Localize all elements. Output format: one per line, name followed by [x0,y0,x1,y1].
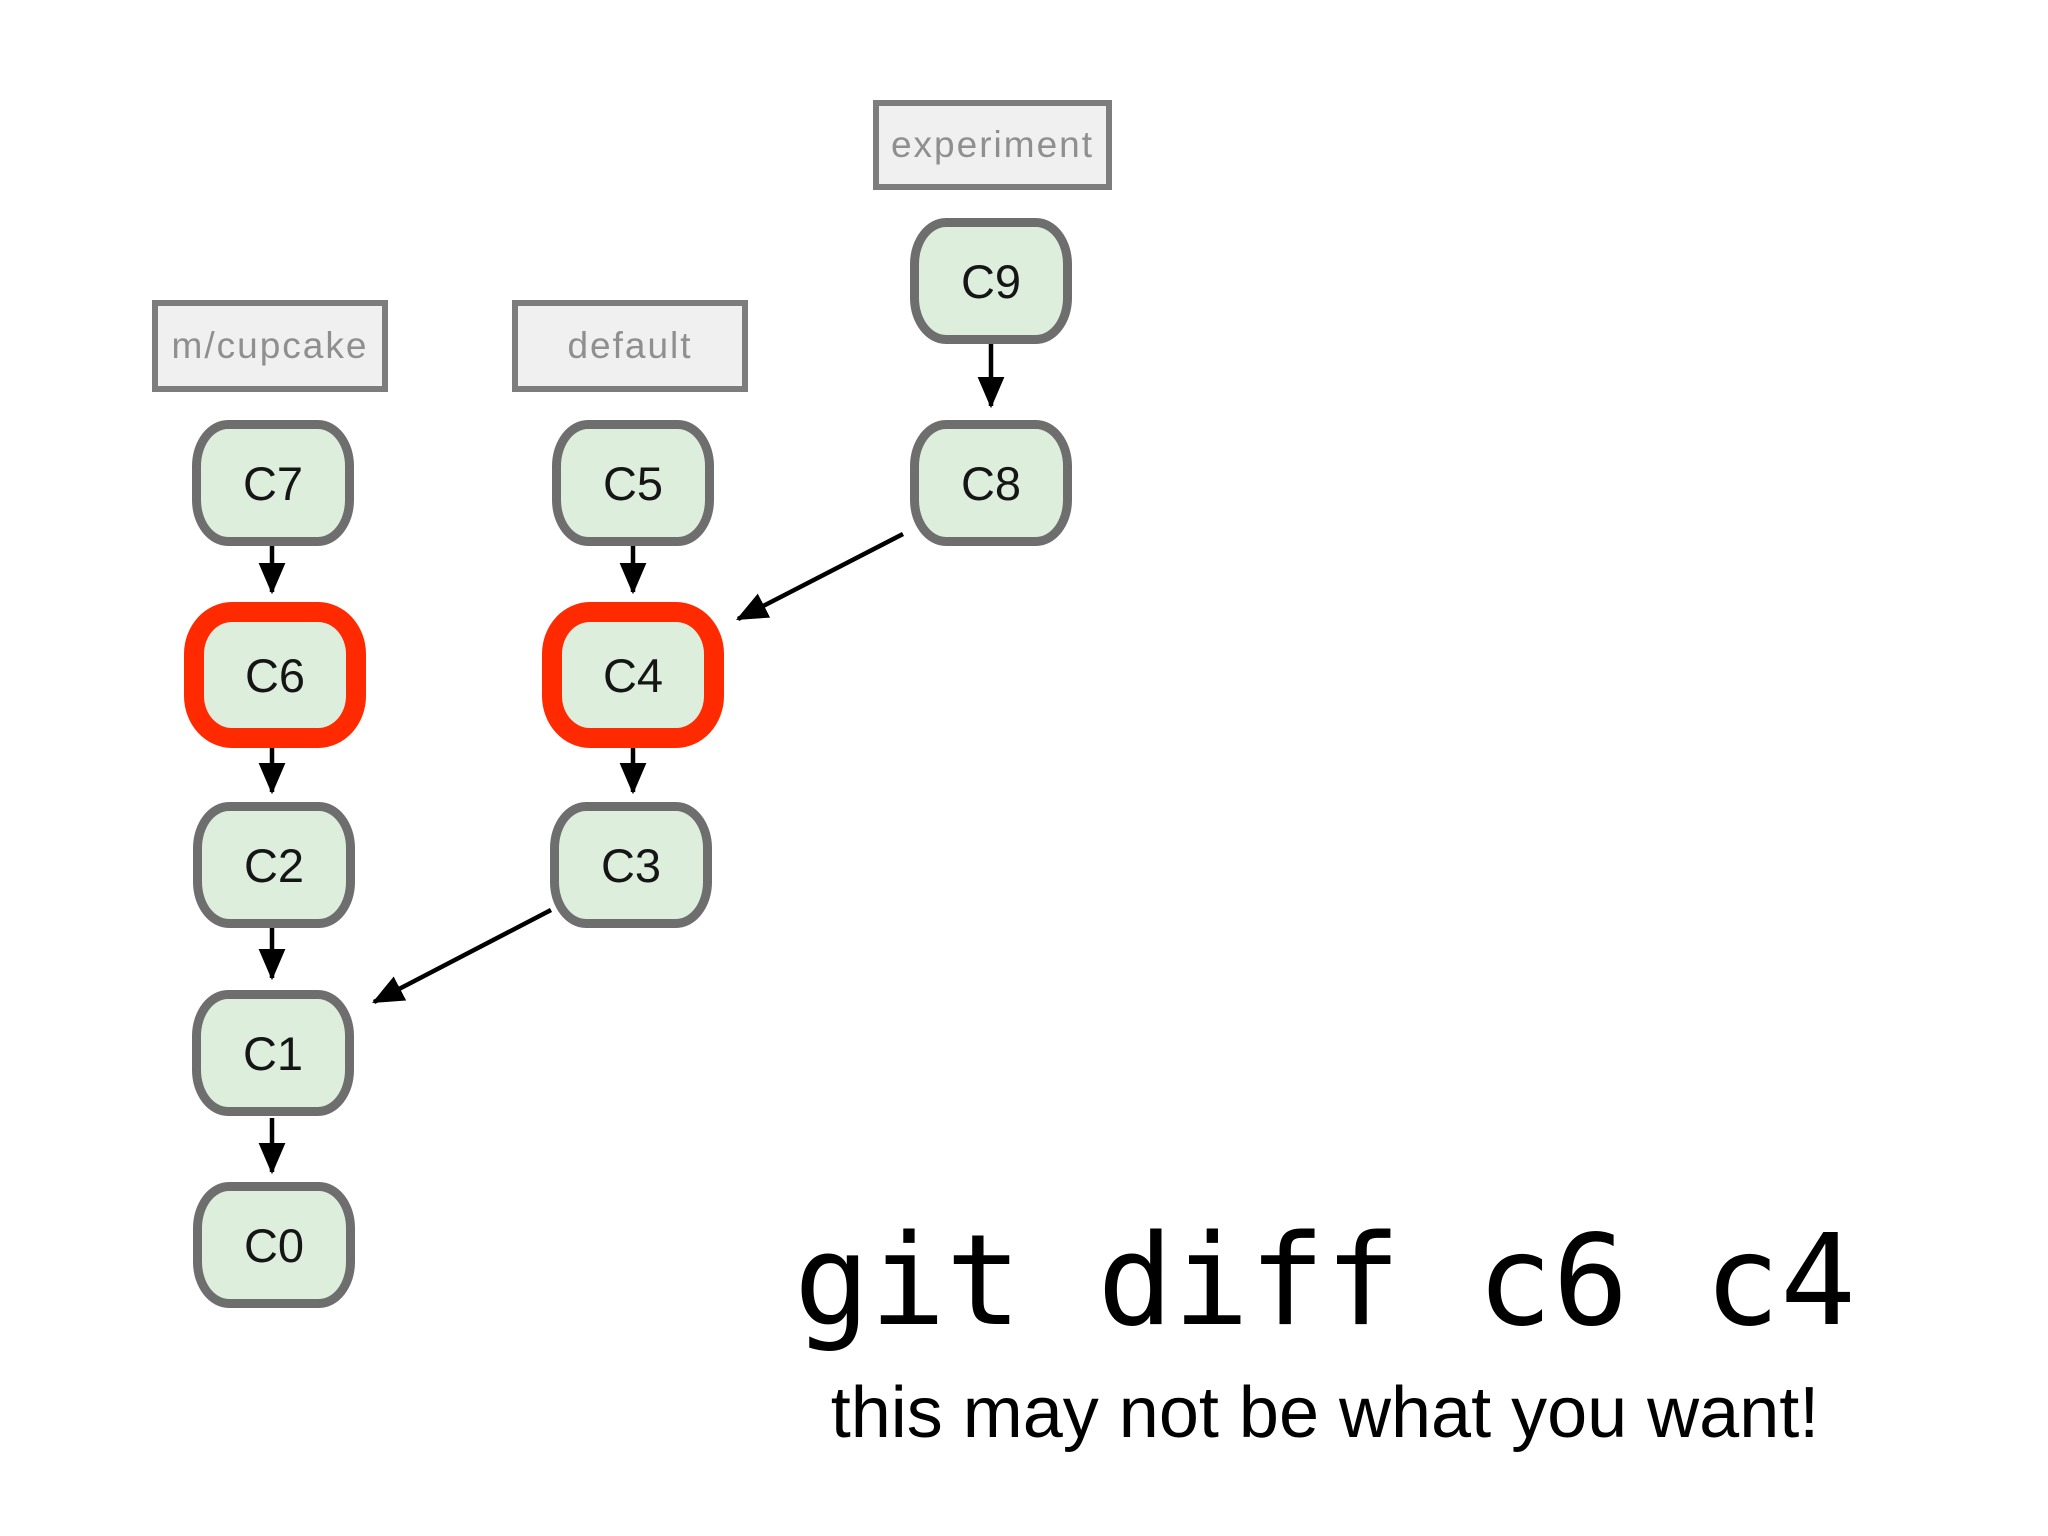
edge-c3-c1 [372,908,553,1004]
caption-block: git diff c6 c4 this may not be what you … [700,1205,1950,1457]
commit-node-c9: C9 [910,218,1072,344]
commit-node-c4-highlighted: C4 [542,602,724,748]
branch-label-m-cupcake: m/cupcake [152,300,388,392]
commit-node-c7: C7 [192,420,354,546]
commit-node-c3: C3 [550,802,712,928]
edge-c8-c4 [735,531,905,622]
caption-note: this may not be what you want! [830,1373,1820,1453]
commit-node-c1: C1 [192,990,354,1116]
branch-label-experiment: experiment [873,100,1112,190]
branch-label-default: default [512,300,748,392]
caption-command: git diff c6 c4 [793,1207,1857,1354]
commit-node-c6-highlighted: C6 [184,602,366,748]
commit-node-c5: C5 [552,420,714,546]
commit-node-c0: C0 [193,1182,355,1308]
commit-node-c8: C8 [910,420,1072,546]
commit-node-c2: C2 [193,802,355,928]
